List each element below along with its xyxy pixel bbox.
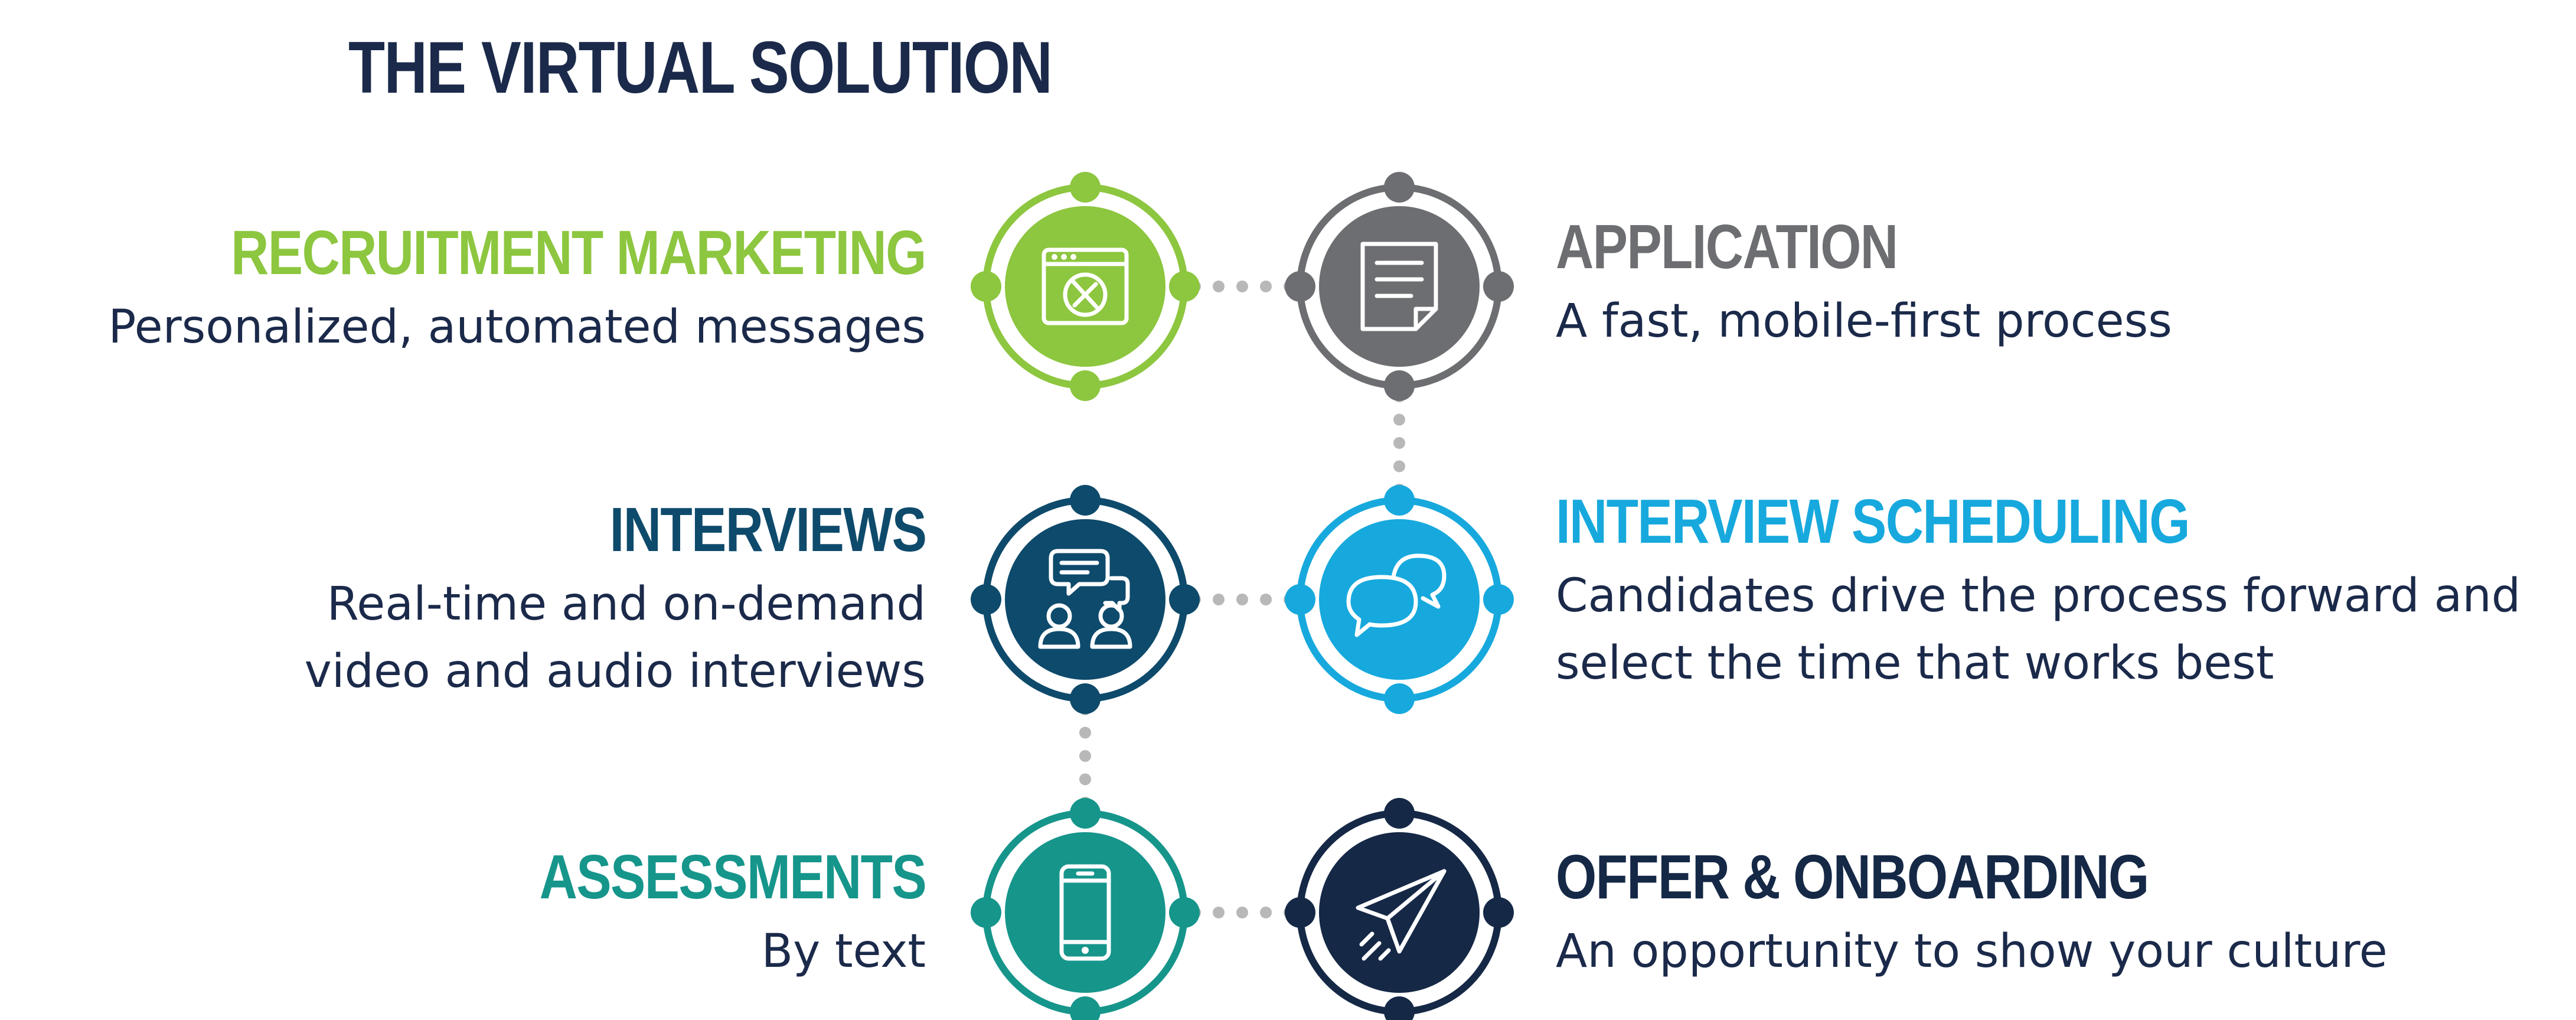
connector-dot [1236,281,1248,292]
step-description: By text [466,918,926,985]
speech-bubbles-icon [1346,553,1447,637]
node-disc [1005,832,1165,993]
step-assessments: ASSESSMENTS By text [466,839,927,985]
node-anchor-dot [1070,172,1101,203]
node-anchor-dot [1384,485,1415,516]
step-offer-onboarding: OFFER & ONBOARDING An opportunity to sho… [1556,839,2388,985]
step-node [1285,798,1514,1020]
node-anchor-dot [971,897,1001,928]
node-anchor-dot [1384,798,1415,829]
connector-dot [1213,907,1225,918]
node-anchor-dot [1483,271,1514,302]
connector-dot [1079,773,1091,786]
step-title: INTERVIEW SCHEDULING [1556,487,2190,556]
paper-plane-icon [1356,869,1447,961]
step-node [971,798,1200,1020]
node-disc [1005,519,1165,680]
connector-dot [1213,594,1225,605]
browser-compass-icon [1041,247,1129,325]
step-title: RECRUITMENT MARKETING [231,218,926,288]
step-node [971,485,1200,714]
node-anchor-dot [1483,897,1514,928]
step-description: An opportunity to show your culture [1556,918,2388,985]
node-anchor-dot [1169,271,1200,302]
step-interviews: INTERVIEWS Real-time and on-demand video… [305,491,927,705]
connector-dot [1393,413,1405,426]
step-description-line: Real-time and on-demand [327,578,926,631]
node-anchor-dot [971,584,1001,615]
step-description-line: Personalized, automated messages [108,301,926,354]
step-recruitment-marketing: RECRUITMENT MARKETING Personalized, auto… [99,214,926,361]
connector-dot [1236,594,1248,605]
node-anchor-dot [1384,996,1415,1020]
node-anchor-dot [1285,897,1315,928]
connector-dots [1393,390,1405,496]
node-disc [1319,206,1480,367]
step-title: ASSESSMENTS [539,842,927,912]
step-node [971,172,1200,401]
connector-dot [1260,907,1272,918]
connector-dot [1079,726,1091,739]
step-description: A fast, mobile-first process [1556,288,2172,355]
step-description-line: Candidates drive the process forward and [1556,569,2521,623]
node-anchor-dot [1070,370,1101,401]
connector-dot [1079,750,1091,762]
connector-dot [1260,594,1272,605]
node-anchor-dot [1285,271,1315,302]
step-description-line: select the time that works best [1556,637,2274,690]
node-anchor-dot [1384,172,1415,203]
node-anchor-dot [1070,683,1101,714]
step-description-line: An opportunity to show your culture [1556,925,2388,978]
node-disc [1005,206,1165,367]
step-description: Personalized, automated messages [99,294,926,361]
node-anchor-dot [971,271,1001,302]
step-interview-scheduling: INTERVIEW SCHEDULING Candidates drive th… [1556,483,2521,697]
conversation-people-icon [1038,549,1132,649]
nodes [971,172,1514,1020]
step-description-line: By text [761,925,926,978]
step-description: Real-time and on-demand video and audio … [305,571,926,705]
connector-dots [1189,907,1295,918]
document-icon [1360,242,1438,331]
node-anchor-dot [1384,683,1415,714]
node-anchor-dot [1070,485,1101,516]
node-disc [1319,519,1480,680]
node-disc [1319,832,1480,993]
node-anchor-dot [1169,584,1200,615]
connector-dot [1236,907,1248,918]
connector-dot [1260,281,1272,292]
node-anchor-dot [1483,584,1514,615]
step-description-line: A fast, mobile-first process [1556,295,2172,348]
page-title: THE VIRTUAL SOLUTION [348,27,1053,109]
node-anchor-dot [1384,370,1415,401]
smartphone-icon [1059,864,1111,961]
step-description-line: video and audio interviews [304,645,926,698]
connector-dots [1189,594,1295,605]
connector-dot [1393,460,1405,472]
connector-dot [1393,437,1405,449]
step-title: OFFER & ONBOARDING [1556,842,2149,912]
node-anchor-dot [1070,996,1101,1020]
connector-dots [1079,703,1091,809]
step-node [1285,172,1514,401]
step-node [1285,485,1514,714]
connector-dot [1213,281,1225,292]
node-anchor-dot [1070,798,1101,829]
step-application: APPLICATION A fast, mobile-first process [1556,208,2172,355]
node-anchor-dot [1285,584,1315,615]
step-title: INTERVIEWS [609,495,926,565]
step-description: Candidates drive the process forward and… [1556,562,2521,697]
step-title: APPLICATION [1556,212,1898,282]
connector-dots [1189,281,1295,292]
node-anchor-dot [1169,897,1200,928]
